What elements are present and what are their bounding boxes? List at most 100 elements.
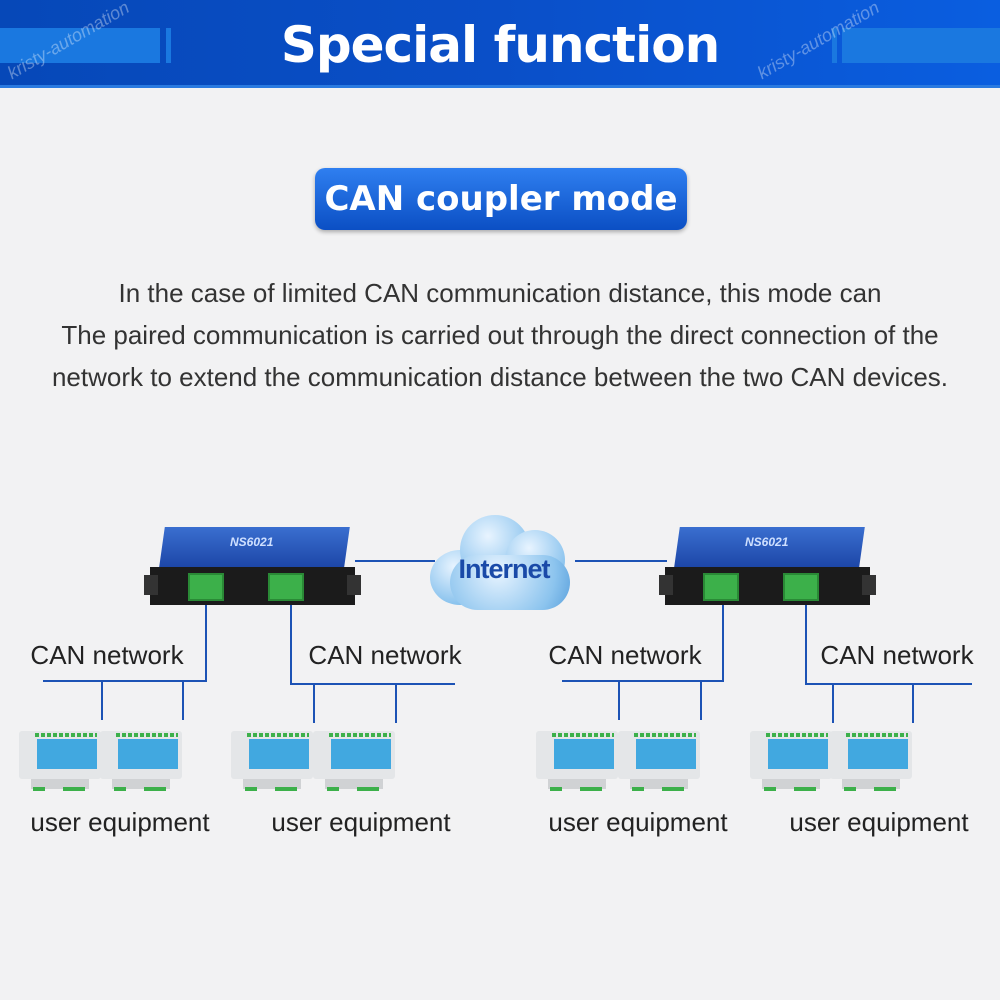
device-part bbox=[548, 779, 606, 789]
device-part bbox=[249, 739, 309, 769]
user-equipment-device bbox=[19, 725, 101, 791]
header-decor-left bbox=[0, 28, 160, 63]
user-equipment-label: user equipment bbox=[789, 807, 969, 837]
device-part bbox=[347, 575, 361, 595]
connection-line bbox=[805, 683, 972, 685]
device-part bbox=[764, 787, 776, 791]
description-line: In the case of limited CAN communication… bbox=[118, 278, 882, 308]
device-part bbox=[331, 739, 391, 769]
header-decor-right-tick bbox=[832, 28, 837, 63]
device-part bbox=[554, 739, 614, 769]
terminal-connector bbox=[703, 573, 739, 601]
connection-line bbox=[355, 560, 435, 562]
connection-line bbox=[43, 680, 207, 682]
can-gateway-device: NS6021 bbox=[659, 527, 876, 605]
device-part bbox=[63, 787, 85, 791]
header-decor-left-tick bbox=[166, 28, 171, 63]
user-equipment-device bbox=[618, 725, 700, 791]
mode-badge: CAN coupler mode bbox=[315, 168, 687, 230]
device-part bbox=[632, 787, 644, 791]
device-part bbox=[662, 787, 684, 791]
header-banner: Special function kristy-automation krist… bbox=[0, 0, 1000, 88]
device-part bbox=[762, 779, 820, 789]
user-equipment-label: user equipment bbox=[548, 807, 728, 837]
can-network-label: CAN network bbox=[30, 640, 184, 670]
device-part bbox=[114, 787, 126, 791]
user-equipment-label: user equipment bbox=[271, 807, 451, 837]
page-title: Special function bbox=[280, 16, 720, 74]
device-part bbox=[552, 733, 614, 737]
device-part bbox=[630, 779, 688, 789]
description-line: The paired communication is carried out … bbox=[61, 320, 939, 350]
device-part bbox=[634, 733, 696, 737]
connection-line bbox=[562, 680, 724, 682]
connection-line bbox=[722, 605, 724, 682]
connection-line bbox=[700, 680, 702, 720]
connection-line bbox=[575, 560, 667, 562]
device-part bbox=[848, 739, 908, 769]
description: In the case of limited CAN communication… bbox=[0, 272, 1000, 398]
connection-line bbox=[618, 680, 620, 720]
connection-line bbox=[290, 605, 292, 685]
device-part bbox=[550, 787, 562, 791]
header-decor-right bbox=[842, 28, 1000, 63]
device-part bbox=[665, 567, 870, 605]
device-part bbox=[116, 733, 178, 737]
connection-line bbox=[101, 680, 103, 720]
connection-line bbox=[205, 605, 207, 682]
device-part bbox=[862, 575, 876, 595]
internet-label: Internet bbox=[458, 554, 550, 584]
device-part bbox=[329, 733, 391, 737]
connection-line bbox=[313, 683, 315, 723]
device-part bbox=[844, 787, 856, 791]
device-part bbox=[150, 567, 355, 605]
device-part bbox=[794, 787, 816, 791]
device-part bbox=[842, 779, 900, 789]
internet-cloud: Internet bbox=[430, 510, 578, 610]
device-part bbox=[31, 779, 89, 789]
can-network-label: CAN network bbox=[820, 640, 974, 670]
device-part bbox=[636, 739, 696, 769]
connection-line bbox=[395, 683, 397, 723]
device-part bbox=[580, 787, 602, 791]
can-network-label: CAN network bbox=[308, 640, 462, 670]
device-part bbox=[144, 787, 166, 791]
device-part bbox=[144, 575, 158, 595]
can-gateway-device: NS6021 bbox=[144, 527, 361, 605]
can-network-label: CAN network bbox=[548, 640, 702, 670]
device-part bbox=[874, 787, 896, 791]
device-part bbox=[659, 575, 673, 595]
description-line: network to extend the communication dist… bbox=[51, 362, 949, 392]
device-part bbox=[846, 733, 908, 737]
device-part bbox=[357, 787, 379, 791]
user-equipment-device bbox=[313, 725, 395, 791]
user-equipment-device bbox=[100, 725, 182, 791]
user-equipment-device bbox=[536, 725, 618, 791]
device-part bbox=[112, 779, 170, 789]
device-part bbox=[325, 779, 383, 789]
connection-line bbox=[805, 605, 807, 685]
device-model: NS6021 bbox=[745, 535, 789, 549]
device-part bbox=[768, 739, 828, 769]
connection-line bbox=[912, 683, 914, 723]
user-equipment-label: user equipment bbox=[30, 807, 210, 837]
user-equipment-device bbox=[830, 725, 912, 791]
device-part bbox=[327, 787, 339, 791]
connection-line bbox=[290, 683, 455, 685]
device-part bbox=[247, 733, 309, 737]
device-part bbox=[37, 739, 97, 769]
device-part bbox=[766, 733, 828, 737]
terminal-connector bbox=[188, 573, 224, 601]
user-equipment-device bbox=[231, 725, 313, 791]
device-part bbox=[275, 787, 297, 791]
device-part bbox=[35, 733, 97, 737]
device-part bbox=[118, 739, 178, 769]
terminal-connector bbox=[268, 573, 304, 601]
connection-line bbox=[182, 680, 184, 720]
connection-line bbox=[832, 683, 834, 723]
device-part bbox=[33, 787, 45, 791]
terminal-connector bbox=[783, 573, 819, 601]
device-part bbox=[245, 787, 257, 791]
device-part bbox=[243, 779, 301, 789]
device-model: NS6021 bbox=[230, 535, 274, 549]
